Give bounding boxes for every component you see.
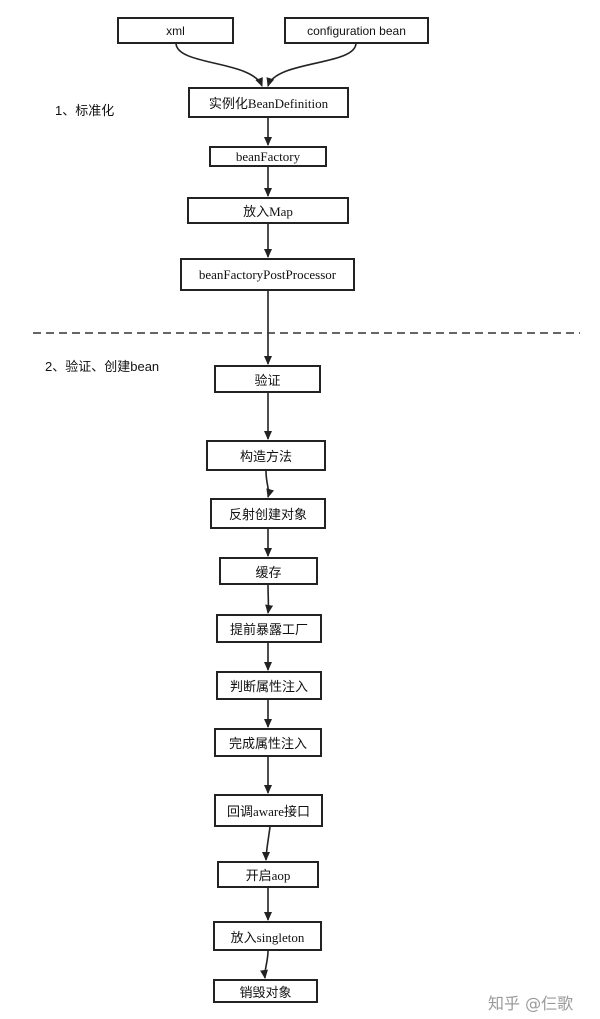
step-cache: 缓存 <box>219 557 318 585</box>
step-enable-aop: 开启aop <box>217 861 319 888</box>
step-label: 构造方法 <box>239 449 292 464</box>
step-label: 实例化BeanDefinition <box>208 96 329 111</box>
step-label: beanFactory <box>235 148 301 164</box>
step-validate: 验证 <box>214 365 321 393</box>
step-judge-property-injection: 判断属性注入 <box>216 671 322 700</box>
input-xml: xml <box>117 17 234 44</box>
step-label: 开启aop <box>245 868 291 883</box>
step-label: 回调aware接口 <box>226 804 311 819</box>
step-label: 缓存 <box>255 564 282 580</box>
edge-12 <box>262 826 271 861</box>
step-beanfactory: beanFactory <box>209 146 327 167</box>
step-beanfactorypostprocessor: beanFactoryPostProcessor <box>180 258 355 291</box>
step-reflection-create-object: 反射创建对象 <box>210 498 326 529</box>
section-label-validate-create: 2、验证、创建bean <box>45 359 160 374</box>
step-label: beanFactoryPostProcessor <box>198 266 337 282</box>
step-early-expose-factory: 提前暴露工厂 <box>216 614 322 643</box>
step-constructor: 构造方法 <box>206 440 326 471</box>
watermark: 知乎 @仨歌 <box>488 994 574 1013</box>
input-configuration-bean-label: configuration bean <box>307 23 406 38</box>
step-put-into-singleton: 放入singleton <box>213 921 322 951</box>
step-label: 提前暴露工厂 <box>229 622 308 637</box>
step-label: 销毁对象 <box>239 984 292 1000</box>
step-aware-callback: 回调aware接口 <box>214 794 323 827</box>
step-instantiate-beandefinition: 实例化BeanDefinition <box>188 87 349 118</box>
input-xml-label: xml <box>166 23 185 38</box>
step-label: 完成属性注入 <box>228 736 307 751</box>
step-put-into-map: 放入Map <box>187 197 349 224</box>
edge-config-to-instantiate <box>266 42 357 87</box>
edge-6 <box>265 470 275 498</box>
edge-xml-to-instantiate <box>175 42 263 87</box>
step-label: 放入singleton <box>230 929 305 945</box>
step-label: 反射创建对象 <box>228 507 307 522</box>
step-label: 放入Map <box>243 204 293 219</box>
input-configuration-bean: configuration bean <box>284 17 429 44</box>
step-label: 验证 <box>254 372 281 388</box>
edge-14 <box>260 950 269 979</box>
step-label: 判断属性注入 <box>229 679 308 694</box>
step-complete-property-injection: 完成属性注入 <box>214 728 322 757</box>
section-label-standardize: 1、标准化 <box>55 103 115 118</box>
step-destroy-object: 销毁对象 <box>213 979 318 1003</box>
